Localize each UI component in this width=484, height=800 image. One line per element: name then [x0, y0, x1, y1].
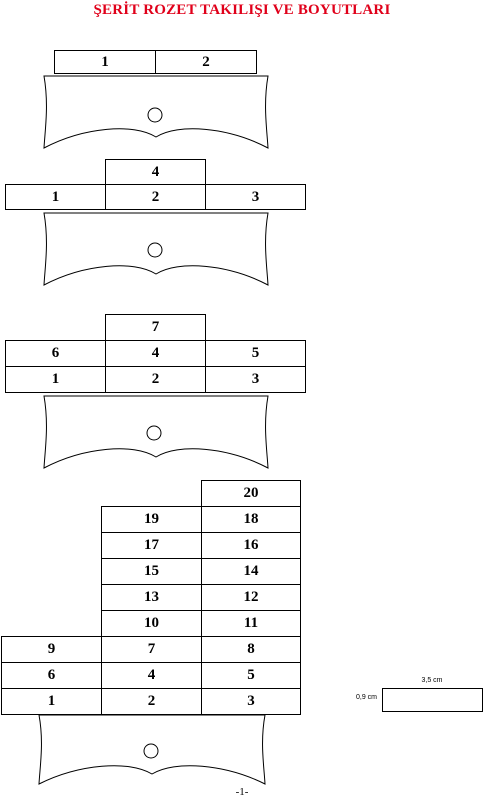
ribbon-cell: 6: [1, 662, 102, 689]
ribbon-cell: 15: [101, 558, 202, 585]
ribbon-cell: 7: [105, 314, 206, 341]
ribbon-cell: 1: [54, 50, 156, 74]
ribbon-cell: 11: [201, 610, 301, 637]
ribbon-cell: 17: [101, 532, 202, 559]
ribbon-cell: 12: [201, 584, 301, 611]
ribbon-cell: 4: [105, 340, 206, 367]
ribbon-cell: 14: [201, 558, 301, 585]
ribbon-cell: 19: [101, 506, 202, 533]
rosette-shape: [43, 395, 269, 469]
ribbon-cell: 3: [201, 688, 301, 715]
rosette-shape: [43, 75, 269, 149]
width-dimension-label: 3,5 cm: [421, 677, 443, 684]
page-title: ŞERİT ROZET TAKILIŞI VE BOYUTLARI: [93, 2, 391, 18]
pin-hole-icon: [143, 743, 159, 759]
ribbon-cell: 16: [201, 532, 301, 559]
height-dimension-label: 0,9 cm: [356, 694, 378, 701]
ribbon-cell: 4: [101, 662, 202, 689]
ribbon-cell: 8: [201, 636, 301, 663]
pin-hole-icon: [147, 107, 163, 123]
ribbon-cell: 2: [101, 688, 202, 715]
ribbon-cell: 13: [101, 584, 202, 611]
ribbon-cell: 9: [1, 636, 102, 663]
ribbon-cell: 2: [155, 50, 257, 74]
rosette-shape: [43, 212, 269, 286]
ribbon-cell: 5: [201, 662, 301, 689]
pin-hole-icon: [146, 425, 162, 441]
ribbon-cell: 1: [5, 366, 106, 393]
ribbon-cell: 1: [5, 184, 106, 210]
ribbon-cell: 10: [101, 610, 202, 637]
ribbon-cell: 4: [105, 159, 206, 185]
ribbon-cell: 7: [101, 636, 202, 663]
ribbon-cell: 3: [205, 366, 306, 393]
ribbon-cell: 2: [105, 366, 206, 393]
ribbon-cell: 5: [205, 340, 306, 367]
ribbon-cell: 6: [5, 340, 106, 367]
page-number: -1-: [235, 786, 249, 798]
ribbon-cell: 20: [201, 480, 301, 507]
ribbon-cell: 2: [105, 184, 206, 210]
pin-hole-icon: [147, 242, 163, 258]
ribbon-cell: 3: [205, 184, 306, 210]
ribbon-cell: 1: [1, 688, 102, 715]
rosette-shape: [38, 714, 266, 785]
ribbon-size-sample: [382, 688, 483, 712]
ribbon-cell: 18: [201, 506, 301, 533]
